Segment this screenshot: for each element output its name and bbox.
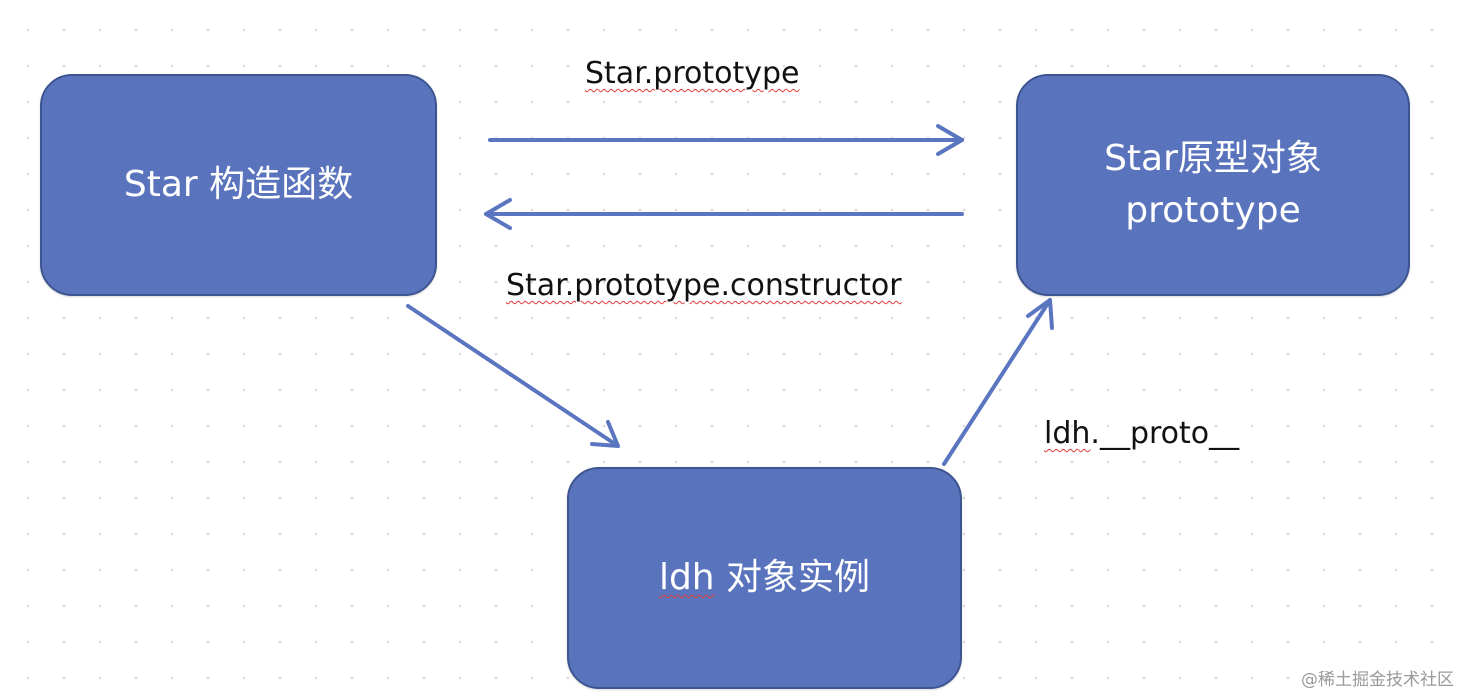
edge-label-proto-name: ldh bbox=[1044, 416, 1091, 451]
arrow-instance-to-prototype bbox=[942, 298, 1054, 466]
edge-label-proto: ldh.__proto__ bbox=[1044, 416, 1239, 451]
arrow-prototype-to-constructor bbox=[484, 198, 964, 230]
constructor-node-label: Star 构造函数 bbox=[123, 163, 354, 205]
instance-node-label: ldh 对象实例 bbox=[659, 552, 870, 604]
constructor-node: Star 构造函数 bbox=[40, 74, 437, 296]
edge-label-proto-suffix: .__proto__ bbox=[1090, 416, 1240, 451]
edge-label-prototype-constructor: Star.prototype.constructor bbox=[506, 268, 902, 303]
prototype-node-title: Star原型对象 bbox=[1104, 137, 1322, 179]
arrow-constructor-to-prototype bbox=[488, 124, 964, 156]
watermark: @稀土掘金技术社区 bbox=[1301, 670, 1454, 690]
instance-node: ldh 对象实例 bbox=[567, 467, 962, 689]
edge-label-star-prototype: Star.prototype bbox=[585, 56, 800, 91]
arrow-constructor-to-instance bbox=[406, 304, 620, 448]
prototype-object-node: Star原型对象 prototype bbox=[1016, 74, 1410, 296]
instance-node-name: ldh bbox=[658, 556, 715, 598]
prototype-node-subtitle: prototype bbox=[1125, 190, 1301, 231]
instance-node-suffix: 对象实例 bbox=[714, 556, 871, 598]
